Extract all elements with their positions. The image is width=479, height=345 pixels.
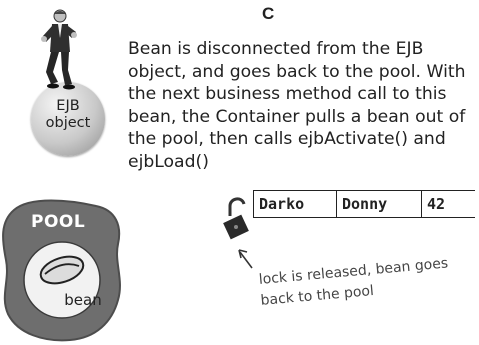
database-row-table: Darko Donny 42	[253, 190, 475, 218]
businessman-bean-icon	[41, 9, 77, 90]
bean-label: bean	[64, 291, 102, 309]
description-line: the next business method call to this	[128, 84, 447, 105]
ejb-object-label: EJB object	[31, 98, 105, 132]
pool-shape	[2, 199, 121, 342]
description-line: object, and goes back to the pool. With	[128, 61, 466, 82]
ejb-object-label-line: object	[45, 115, 91, 131]
description-line: Bean is disconnected from the EJB	[128, 39, 424, 59]
open-lock-icon	[223, 197, 249, 240]
table-cell: Darko	[253, 190, 337, 218]
section-label: C	[262, 4, 275, 23]
handwritten-note: lock is released, bean goes back to the …	[258, 253, 451, 311]
arrow-icon	[238, 249, 253, 269]
description-text: Bean is disconnected from the EJB object…	[128, 38, 473, 174]
ejb-object-label-line: EJB	[56, 98, 80, 114]
bean-icon	[39, 255, 85, 285]
table-row: Darko Donny 42	[253, 190, 475, 218]
ejb-object-sphere	[31, 82, 105, 156]
description-line: ejbLoad()	[128, 151, 209, 172]
pool-label: POOL	[31, 212, 86, 232]
table-cell: Donny	[336, 190, 422, 218]
description-line: the pool, then calls ejbActivate() and	[128, 129, 446, 150]
description-line: bean, the Container pulls a bean out of	[128, 106, 466, 127]
table-cell: 42	[421, 190, 475, 218]
